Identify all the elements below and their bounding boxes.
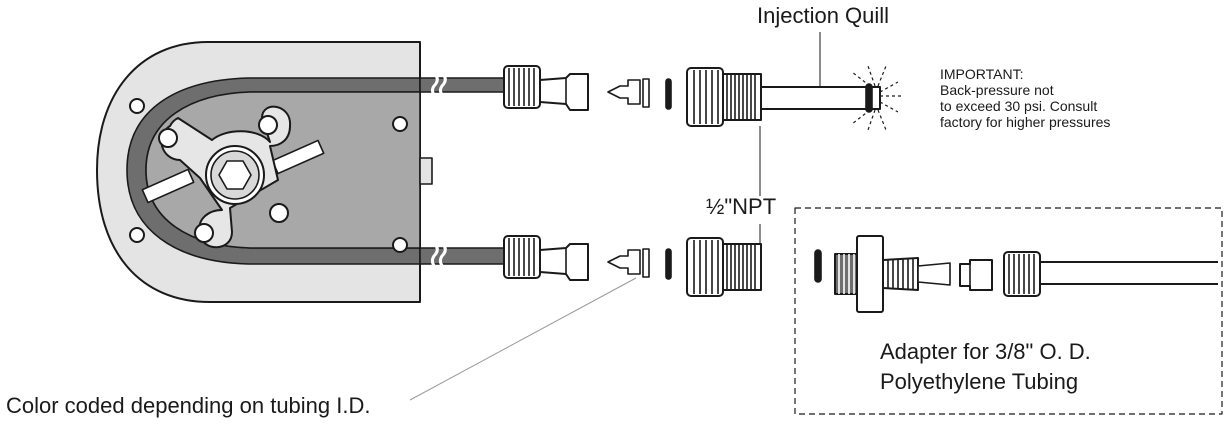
rotor-hole-top-right	[258, 115, 278, 135]
tubing-bottom	[419, 243, 507, 270]
important-line-2: to exceed 30 psi. Consult	[940, 98, 1098, 114]
important-line-3: factory for higher pressures	[940, 114, 1111, 130]
npt-label: ½"NPT	[706, 194, 777, 219]
injection-quill-tube	[760, 83, 881, 113]
tube-break-top	[430, 73, 447, 98]
adapter-ferrule	[959, 259, 993, 291]
adapter-caption-line-2: Polyethylene Tubing	[880, 369, 1079, 394]
oring-adapter	[814, 249, 822, 283]
adapter-caption-line-1: Adapter for 3/8" O. D.	[880, 339, 1091, 364]
important-title: IMPORTANT:	[940, 66, 1024, 82]
adapter-dashed-box	[794, 207, 1223, 415]
rotor-hex-socket	[218, 160, 252, 190]
leader-color-coded	[409, 277, 637, 401]
spray-lines	[851, 65, 902, 131]
adapter-compression-nut	[1003, 251, 1041, 297]
rotor-hole-top-left	[158, 128, 178, 148]
tube-barb-bottom	[607, 248, 650, 278]
tubing-top	[419, 73, 507, 98]
tube-barb-top	[607, 78, 650, 108]
pump-screw-top-right	[392, 116, 408, 132]
pump-rotor	[141, 105, 325, 249]
oring-quill-tip	[865, 83, 873, 113]
adapter-barb	[882, 257, 951, 291]
important-line-1: Back-pressure not	[940, 82, 1054, 98]
rotor-hole-bottom-left	[194, 223, 214, 243]
adapter-assembly	[814, 235, 1218, 313]
pump-screw-bottom-left	[129, 227, 145, 243]
adapter-caption: Adapter for 3/8" O. D. Polyethylene Tubi…	[880, 337, 1091, 397]
oring-top-left	[665, 78, 672, 110]
ferrule-bottom	[539, 243, 589, 281]
pump-screw-bottom-right	[392, 237, 408, 253]
pump-side-nub	[419, 157, 433, 185]
tube-break-bottom	[430, 243, 447, 270]
ferrule-top	[539, 73, 589, 111]
foot-valve-body	[686, 237, 762, 297]
oring-bottom-left	[665, 248, 672, 280]
pump-head	[96, 41, 433, 303]
pump-screw-top-left	[129, 98, 145, 114]
compression-nut-top	[503, 65, 541, 109]
rotor-roller-left	[141, 168, 195, 204]
injection-valve-body	[686, 67, 762, 127]
color-coded-label: Color coded depending on tubing I.D.	[6, 393, 371, 418]
adapter-threaded-body	[834, 235, 884, 313]
compression-nut-bottom	[503, 235, 541, 279]
polyethylene-tubing	[1040, 261, 1218, 285]
injection-quill-label: Injection Quill	[757, 3, 890, 28]
important-note: IMPORTANT: Back-pressure not to exceed 3…	[940, 66, 1110, 130]
rotor-hole-bottom-right	[269, 203, 289, 223]
